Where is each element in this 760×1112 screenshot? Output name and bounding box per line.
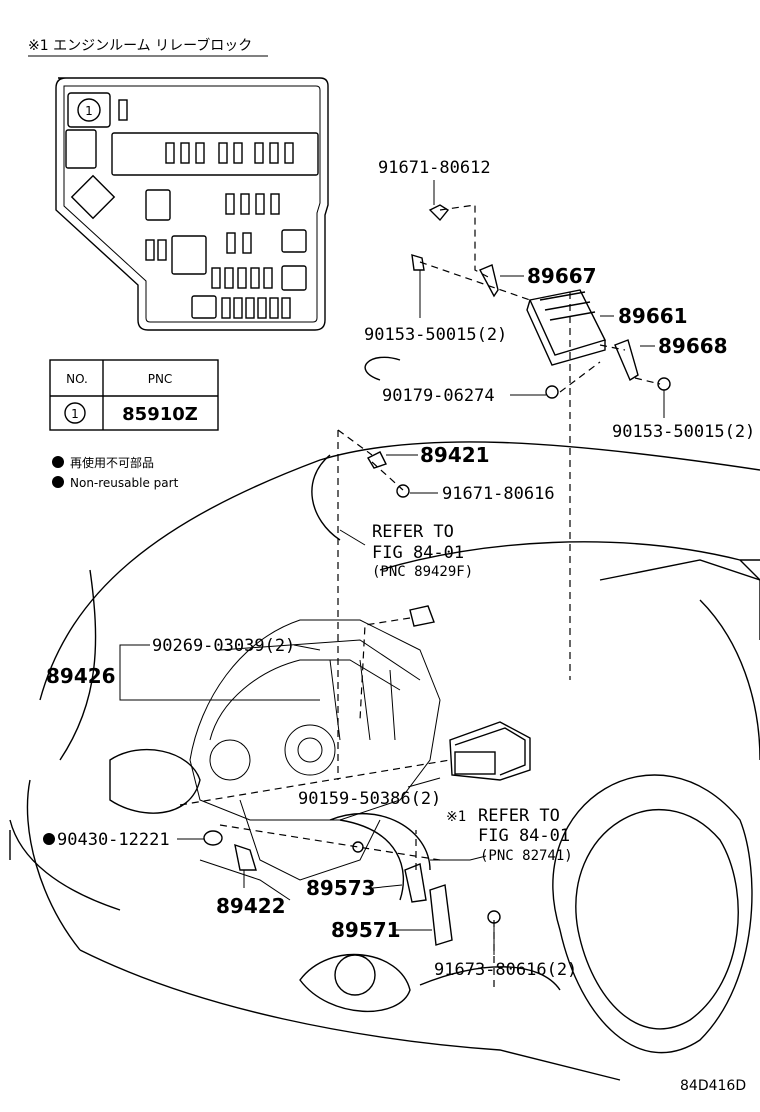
refer-fig2-pnc: (PNC 82741) (480, 848, 573, 864)
refer-fig2-line2: FIG 84-01 (478, 826, 570, 846)
engine-assembly (189, 619, 441, 901)
pnc-table (49, 359, 219, 431)
part-89426: 89426 (46, 664, 116, 688)
part-89661: 89661 (618, 304, 688, 328)
ecu-82741 (449, 721, 531, 781)
refer-fig-line2: FIG 84-01 (372, 543, 464, 563)
part-90179-06274: 90179-06274 (382, 386, 495, 406)
relay-position-number: 1 (85, 104, 93, 118)
note-jp: 再使用不可部品 (70, 455, 154, 470)
part-90153-50015-b: 90153-50015(2) (612, 422, 755, 442)
part-90153-50015-a: 90153-50015(2) (364, 325, 507, 345)
table-header-pnc: PNC (148, 372, 173, 386)
ecu-89661 (526, 289, 606, 366)
figure-id: 84D416D (680, 1078, 746, 1094)
non-reusable-marker-icon (43, 833, 55, 845)
relay-block-title: ※1 エンジンルーム リレーブロック (28, 37, 252, 54)
part-91673-80616: 91673-80616(2) (434, 960, 577, 980)
table-cell-no: 1 (71, 407, 79, 421)
part-90269-03039: 90269-03039(2) (152, 636, 295, 656)
non-reusable-bullet-icon (52, 456, 64, 468)
refer-fig2-mark: ※1 (446, 809, 466, 825)
table-row-marker (64, 402, 86, 424)
leader-lines (119, 180, 665, 955)
assembly-dashed-lines (179, 204, 661, 990)
part-89422: 89422 (216, 894, 286, 918)
part-89421: 89421 (420, 443, 490, 467)
refer-fig-line1: REFER TO (372, 522, 454, 542)
small-parts (203, 204, 671, 946)
part-89573: 89573 (306, 876, 376, 900)
vehicle-body-outline (9, 356, 760, 1081)
table-header-no: NO. (66, 372, 88, 386)
note-en: Non-reusable part (70, 476, 179, 490)
table-cell-pnc: 85910Z (122, 404, 198, 425)
non-reusable-bullet-icon (52, 476, 64, 488)
part-91671-80612: 91671-80612 (378, 158, 491, 178)
refer-fig2-line1: REFER TO (478, 806, 560, 826)
part-89668: 89668 (658, 334, 728, 358)
part-91671-80616: 91671-80616 (442, 484, 555, 504)
part-90430-12221: 90430-12221 (57, 830, 170, 850)
relay-block-outline (55, 77, 329, 331)
part-90159-50386: 90159-50386(2) (298, 789, 441, 809)
relay-position-marker (77, 98, 101, 122)
refer-fig-pnc: (PNC 89429F) (372, 564, 473, 580)
part-89667: 89667 (527, 264, 597, 288)
part-89571: 89571 (331, 918, 401, 942)
